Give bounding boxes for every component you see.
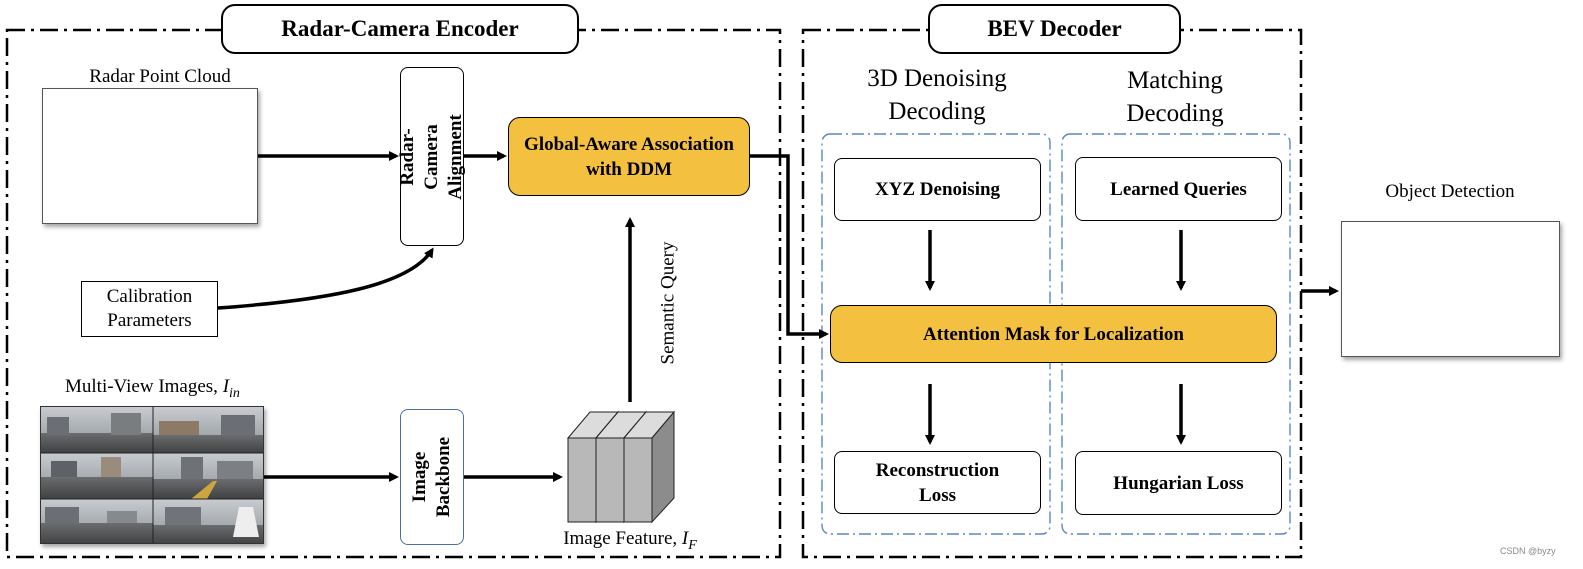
radar-label: Radar Point Cloud xyxy=(89,66,231,87)
detection-panel xyxy=(1341,221,1560,357)
matching-header-text: Matching Decoding xyxy=(1126,67,1224,127)
arrow-calibration-to-alignment xyxy=(217,247,434,310)
feature-symbol: I xyxy=(681,528,689,549)
radar-point-cloud-panel xyxy=(42,88,258,224)
images-symbol: I xyxy=(222,376,230,397)
feature-stack-icon xyxy=(566,410,676,524)
learned-queries-box: Learned Queries xyxy=(1075,157,1282,221)
images-label-text: Multi-View Images, xyxy=(65,376,223,397)
alignment-label: Radar-Camera Alignment xyxy=(397,113,466,200)
encoder-title: Radar-Camera Encoder xyxy=(221,4,579,54)
alignment-box: Radar-Camera Alignment xyxy=(397,67,466,246)
matching-header: Matching Decoding xyxy=(1100,64,1250,130)
detection-label: Object Detection xyxy=(1385,181,1515,202)
denoising-header: 3D Denoising Decoding xyxy=(842,62,1032,128)
denoising-header-text: 3D Denoising Decoding xyxy=(867,65,1007,125)
backbone-label: Image Backbone xyxy=(409,436,454,518)
encoder-frame xyxy=(5,28,782,559)
attention-mask-box: Attention Mask for Localization xyxy=(830,305,1277,363)
hungarian-loss-box: Hungarian Loss xyxy=(1075,451,1282,515)
semantic-query-wrap: Semantic Query xyxy=(648,228,688,378)
camera-grid-panel xyxy=(40,406,264,544)
xyz-denoising-box: XYZ Denoising xyxy=(834,158,1041,221)
images-subscript: in xyxy=(229,385,240,401)
arrow-gaa-to-attention xyxy=(750,154,829,339)
backbone-box: Image Backbone xyxy=(400,409,464,545)
images-label: Multi-View Images, Iin xyxy=(38,376,315,402)
watermark: CSDN @byzy xyxy=(1500,546,1556,556)
decoder-title: BEV Decoder xyxy=(928,4,1181,54)
feature-label: Image Feature, IF xyxy=(540,528,720,554)
feature-subscript: F xyxy=(688,537,697,553)
gaa-box: Global-Aware Association with DDM xyxy=(508,117,750,196)
calibration-box: Calibration Parameters xyxy=(81,281,218,337)
feature-label-text: Image Feature, xyxy=(563,528,682,549)
gaa-label: Global-Aware Association with DDM xyxy=(524,133,734,180)
camera-grid-image xyxy=(41,407,263,543)
semantic-query-label: Semantic Query xyxy=(657,241,678,365)
reconstruction-loss-label: Reconstruction Loss xyxy=(875,459,1000,506)
calibration-label: Calibration Parameters xyxy=(106,286,193,331)
reconstruction-loss-box: Reconstruction Loss xyxy=(834,451,1041,514)
